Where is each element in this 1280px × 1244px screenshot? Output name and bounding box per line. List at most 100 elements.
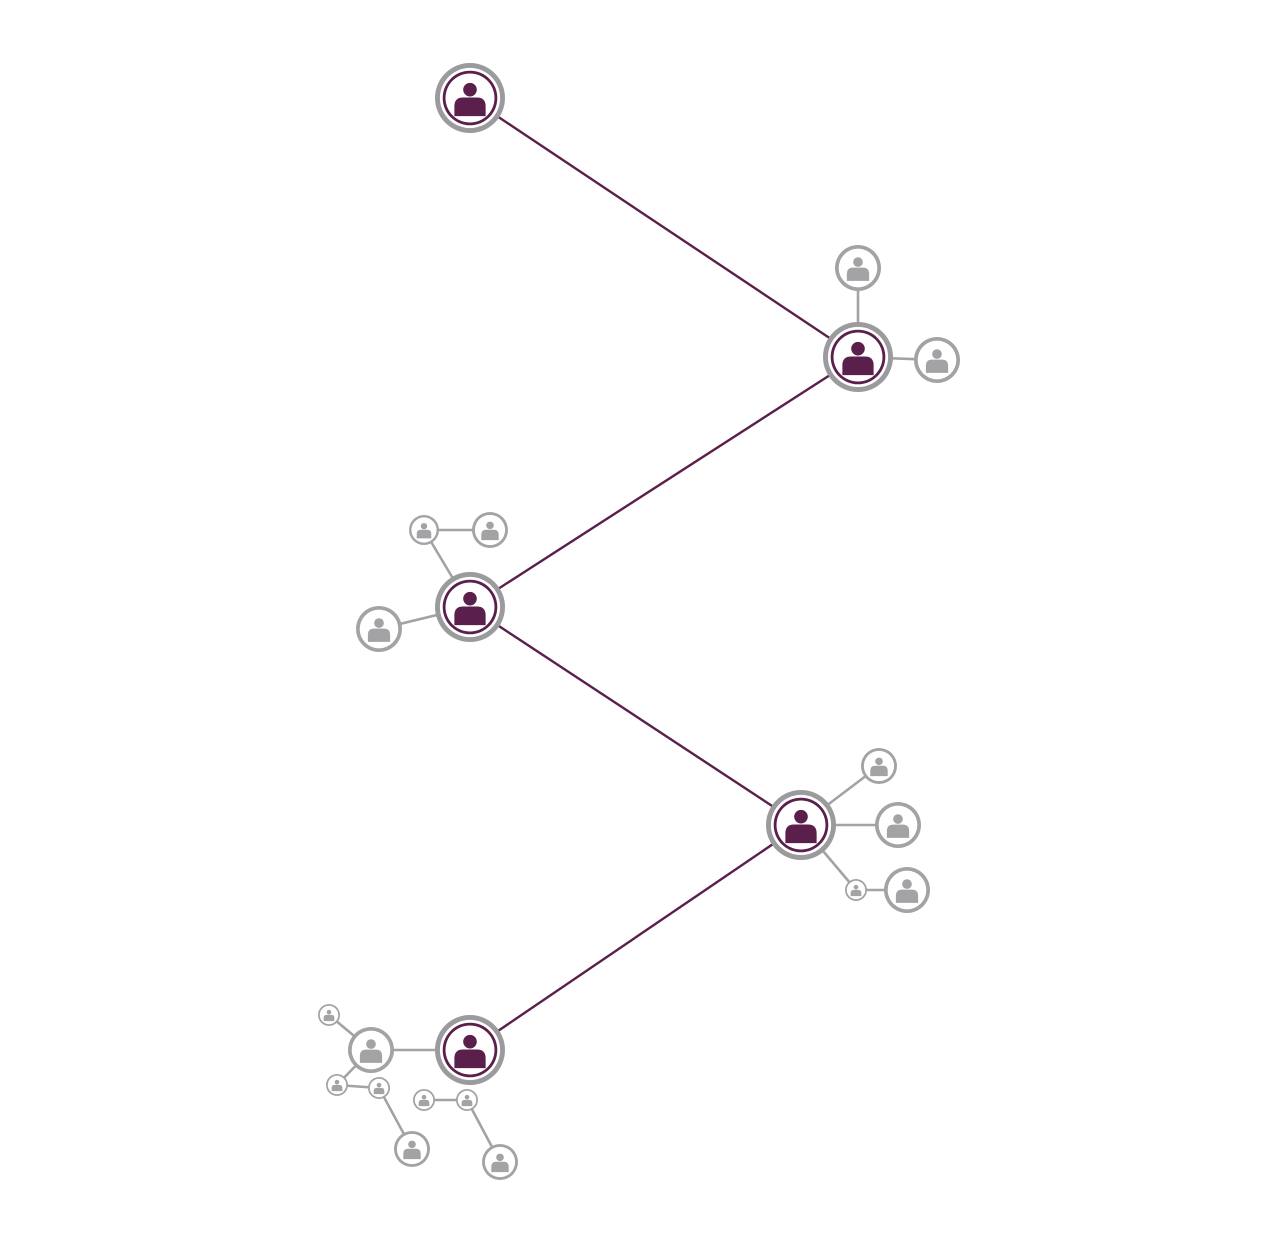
person-figure [850,884,862,897]
person-figure [454,591,486,626]
person-icon [830,329,886,385]
person-figure [418,1094,430,1107]
person-body [895,889,919,903]
person-figure [461,1094,473,1107]
primary-person-node [435,63,505,133]
person-body [416,529,432,539]
person-icon [331,1079,343,1092]
person-figure [491,1153,509,1173]
secondary-person-node [326,1074,348,1096]
secondary-person-node [472,512,508,548]
person-icon [403,1140,421,1160]
secondary-person-node [845,879,867,901]
secondary-person-node [413,1089,435,1111]
person-body [323,1014,335,1022]
secondary-person-node [394,1131,430,1167]
person-body [925,359,949,373]
person-body [886,824,910,838]
person-figure [323,1009,335,1022]
person-head [463,82,477,97]
person-body [491,1161,509,1173]
secondary-person-node [318,1004,340,1026]
nodes-layer [318,63,960,1180]
secondary-person-node [835,245,881,291]
person-head [794,809,808,824]
person-head [496,1153,504,1162]
person-body [331,1084,343,1092]
person-icon [895,879,919,903]
person-body [846,267,870,281]
person-head [334,1079,340,1085]
person-head [893,814,903,824]
person-figure [359,1039,383,1063]
secondary-person-node [914,337,960,383]
person-figure [870,757,888,777]
person-body [461,1099,473,1107]
person-head [875,757,883,766]
person-head [366,1039,376,1049]
secondary-person-node [875,802,921,848]
person-body [454,1049,486,1069]
person-icon [850,884,862,897]
primary-connection [468,355,860,609]
person-figure [454,1034,486,1069]
person-icon [416,522,432,539]
person-icon [367,618,391,642]
person-body [367,628,391,642]
secondary-person-node [482,1144,518,1180]
person-icon [846,257,870,281]
person-head [486,521,494,530]
person-body [454,97,486,117]
person-body [842,356,874,376]
person-figure [403,1140,421,1160]
person-icon [442,579,498,635]
person-icon [323,1009,335,1022]
person-head [902,879,912,889]
person-figure [785,809,817,844]
secondary-person-node [356,606,402,652]
person-figure [846,257,870,281]
person-icon [481,521,499,541]
person-head [420,522,428,530]
person-icon [886,814,910,838]
secondary-person-node [368,1077,390,1099]
person-body [870,765,888,777]
primary-connection [468,823,803,1052]
secondary-person-node [409,515,439,545]
person-head [376,1082,382,1088]
person-head [464,1094,470,1100]
person-icon [373,1082,385,1095]
person-head [408,1140,416,1149]
person-figure [925,349,949,373]
person-figure [895,879,919,903]
person-body [403,1148,421,1160]
person-icon [870,757,888,777]
person-icon [925,349,949,373]
person-icon [461,1094,473,1107]
person-figure [454,82,486,117]
person-head [853,884,859,890]
person-figure [481,521,499,541]
person-body [454,606,486,626]
person-icon [442,70,498,126]
primary-connection [468,605,803,827]
person-figure [331,1079,343,1092]
person-icon [491,1153,509,1173]
person-head [374,618,384,628]
primary-person-node [435,1015,505,1085]
person-head [853,257,863,267]
person-icon [773,797,829,853]
person-head [326,1009,332,1015]
person-body [359,1049,383,1063]
person-icon [418,1094,430,1107]
primary-person-node [823,322,893,392]
secondary-person-node [456,1089,478,1111]
person-figure [416,522,432,539]
person-figure [367,618,391,642]
person-body [481,529,499,541]
person-body [785,824,817,844]
person-icon [359,1039,383,1063]
person-head [463,591,477,606]
person-head [421,1094,427,1100]
